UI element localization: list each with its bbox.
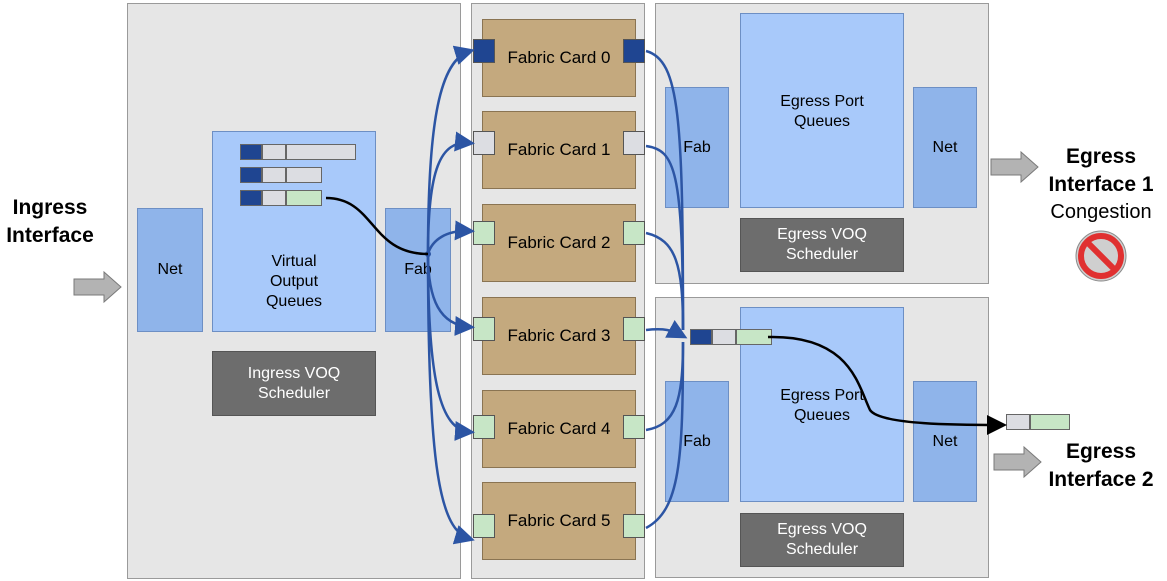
ingress-scheduler-line1: Ingress VOQ — [247, 364, 341, 382]
queue-cell-navy — [240, 167, 262, 183]
fabric-card-4: Fabric Card 4 — [482, 390, 636, 468]
ingress-voq-scheduler: Ingress VOQ Scheduler — [212, 351, 376, 416]
egress1-net-label: Net — [932, 138, 958, 156]
fabric-card-3-in-port — [473, 317, 495, 341]
egress2-incoming-queue — [690, 329, 772, 345]
ingress-scheduler-line2: Scheduler — [257, 384, 331, 402]
egress1-queues-line1: Egress Port — [780, 93, 864, 110]
queue-cell-navy — [240, 144, 262, 160]
voq-label-line1: Virtual — [271, 253, 317, 270]
egress2-voq-scheduler: Egress VOQ Scheduler — [740, 513, 904, 567]
egress1-scheduler-line1: Egress VOQ — [777, 226, 867, 243]
fabric-card-5-in-port — [473, 514, 495, 538]
fabric-card-3-label: Fabric Card 3 — [507, 326, 611, 345]
ingress-interface-label: Ingress Interface — [0, 194, 100, 250]
egress1-queues-line2: Queues — [793, 113, 851, 130]
ingress-fab-block: Fab — [385, 208, 451, 332]
egress2-fab-label: Fab — [683, 432, 711, 450]
egress2-queues-line1: Egress Port — [780, 387, 864, 404]
fabric-card-1-out-port — [623, 131, 645, 155]
voq-label-line2: Output — [269, 273, 319, 290]
queue-cell-grey — [262, 190, 286, 206]
fabric-card-5: Fabric Card 5 — [482, 482, 636, 560]
queue-cell-grey — [262, 144, 286, 160]
ingress-fab-label: Fab — [404, 261, 432, 278]
queue-cell-navy — [240, 190, 262, 206]
ingress-net-block: Net — [137, 208, 203, 332]
fabric-card-1-in-port — [473, 131, 495, 155]
fabric-card-5-out-port — [623, 514, 645, 538]
egress-2-arrow-icon — [993, 445, 1042, 479]
egress2-fab-block: Fab — [665, 381, 729, 502]
egress-interface-1-label: Egress Interface 1 Congestion — [1036, 143, 1166, 224]
fabric-card-1: Fabric Card 1 — [482, 111, 636, 189]
fabric-card-2-out-port — [623, 221, 645, 245]
egress2-scheduler-line2: Scheduler — [785, 541, 859, 558]
queue-cell-empty — [286, 144, 356, 160]
fabric-card-2: Fabric Card 2 — [482, 204, 636, 282]
egress2-net-block: Net — [913, 381, 977, 502]
fabric-card-2-label: Fabric Card 2 — [507, 233, 611, 252]
voq-queue-row-1 — [240, 144, 356, 160]
egress-interface-2-line1: Egress — [1065, 440, 1137, 463]
fabric-card-0-label: Fabric Card 0 — [507, 48, 611, 67]
fabric-card-3-out-port — [623, 317, 645, 341]
congestion-no-sign-icon — [1075, 230, 1127, 282]
egress-1-arrow-icon — [990, 150, 1039, 184]
egress1-fab-block: Fab — [665, 87, 729, 208]
egress-interface-1-line1: Egress — [1065, 145, 1137, 168]
fabric-card-1-label: Fabric Card 1 — [507, 140, 611, 159]
egress1-scheduler-line2: Scheduler — [785, 246, 859, 263]
queue-cell-green — [1030, 414, 1070, 430]
egress1-port-queues-block: Egress Port Queues — [740, 13, 904, 208]
virtual-output-queues-block: Virtual Output Queues — [212, 131, 376, 332]
voq-queue-row-2 — [240, 167, 322, 183]
queue-cell-green — [736, 329, 772, 345]
fabric-card-3: Fabric Card 3 — [482, 297, 636, 375]
egress2-scheduler-line1: Egress VOQ — [777, 521, 867, 538]
queue-cell-empty — [286, 167, 322, 183]
fabric-card-2-in-port — [473, 221, 495, 245]
egress2-net-label: Net — [932, 432, 958, 450]
queue-cell-navy — [690, 329, 712, 345]
ingress-interface-line1: Ingress — [12, 196, 88, 219]
queue-cell-grey — [712, 329, 736, 345]
egress1-voq-scheduler: Egress VOQ Scheduler — [740, 218, 904, 272]
egress1-net-block: Net — [913, 87, 977, 208]
ingress-interface-line2: Interface — [6, 224, 94, 247]
voq-queue-row-3 — [240, 190, 322, 206]
egress-interface-1-status: Congestion — [1050, 201, 1152, 223]
egress-interface-2-line2: Interface 2 — [1048, 468, 1154, 491]
egress-interface-1-line2: Interface 1 — [1048, 173, 1154, 196]
queue-cell-green — [286, 190, 322, 206]
egress-interface-2-label: Egress Interface 2 — [1036, 438, 1166, 494]
ingress-net-label: Net — [157, 261, 183, 278]
fabric-card-0-out-port — [623, 39, 645, 63]
fabric-card-4-in-port — [473, 415, 495, 439]
fabric-card-4-out-port — [623, 415, 645, 439]
fabric-card-0-in-port — [473, 39, 495, 63]
egress1-fab-label: Fab — [683, 138, 711, 156]
fabric-card-0: Fabric Card 0 — [482, 19, 636, 97]
queue-cell-grey — [262, 167, 286, 183]
egress2-queues-line2: Queues — [793, 407, 851, 424]
fabric-card-5-label: Fabric Card 5 — [507, 511, 611, 530]
fabric-card-4-label: Fabric Card 4 — [507, 419, 611, 438]
voq-label-line3: Queues — [265, 293, 323, 310]
queue-cell-grey — [1006, 414, 1030, 430]
ingress-arrow-icon — [73, 270, 122, 304]
egress-interface-2-queue — [1006, 414, 1070, 430]
